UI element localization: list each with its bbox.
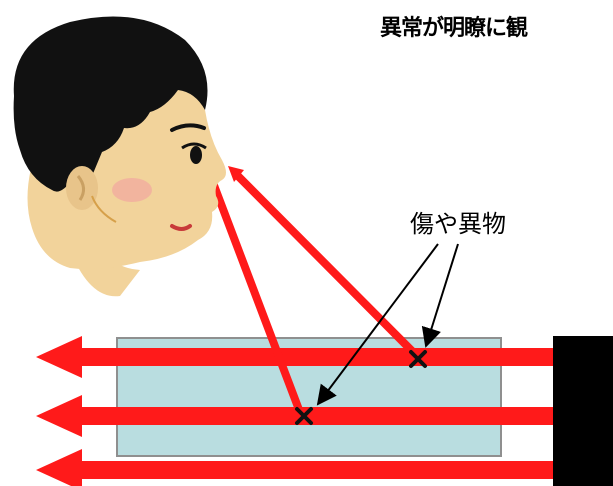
light-source-block xyxy=(553,336,613,486)
light-beam-top xyxy=(36,336,553,378)
person-head-icon xyxy=(13,16,226,297)
pointer-arrow-to-lower-defect xyxy=(316,243,439,406)
pointer-arrow-to-upper-defect xyxy=(421,243,459,348)
cross-mark-icon xyxy=(409,350,427,368)
scattered-light-right xyxy=(228,166,422,361)
page-title: 異常が明瞭に観 xyxy=(380,16,528,41)
light-beam-middle xyxy=(36,395,553,437)
light-beam-bottom xyxy=(36,449,553,486)
defect-annotation-label: 傷や異物 xyxy=(410,210,506,238)
cross-mark-icon xyxy=(295,407,313,425)
